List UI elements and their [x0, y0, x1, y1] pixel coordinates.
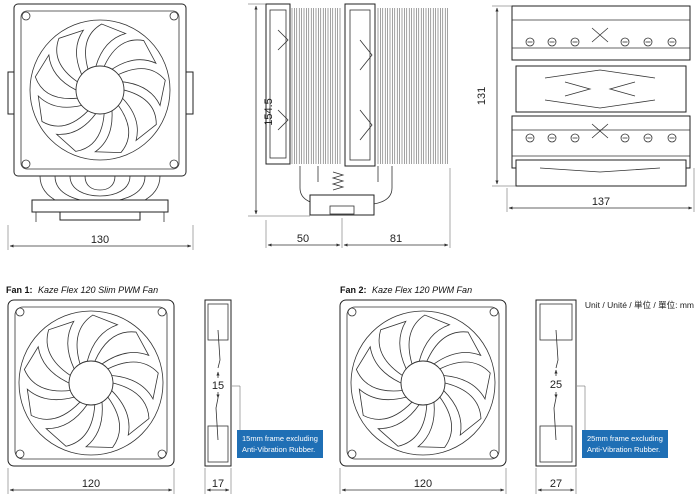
fan-blade: [23, 345, 71, 392]
fan2-title-prefix: Fan 2:: [340, 285, 367, 295]
fan-blade: [107, 361, 159, 401]
fan-blade: [426, 331, 482, 365]
fan-blade: [76, 314, 119, 365]
fan-blade: [55, 113, 105, 152]
fan2-drawing: Fan 2: Kaze Flex 120 PWM Fan 120 25 27 2…: [339, 285, 668, 494]
fan-blade: [26, 388, 81, 420]
fan-blade: [355, 345, 403, 392]
fan2-note-line2: Anti-Vibration Rubber.: [587, 445, 660, 454]
fan1-width-label: 120: [82, 478, 100, 490]
fan1-note-line2: Anti-Vibration Rubber.: [242, 445, 315, 454]
fan1-note-line1: 15mm frame excluding: [242, 434, 318, 443]
cooler-side-view: 154.5 50 81: [248, 3, 451, 248]
fan1-title-name: Kaze Flex 120 Slim PWM Fan: [38, 285, 158, 295]
fan-blade: [85, 23, 127, 70]
fan-blade: [408, 314, 451, 365]
fan2-width-label: 120: [414, 478, 432, 490]
side-depth-right-label: 81: [390, 233, 402, 245]
fan-blade: [416, 396, 452, 448]
fan-blade: [439, 361, 491, 401]
svg-text:Fan 1: Kaze Flex 120 Sli: Fan 1: Kaze Flex 120 Slim PWM Fan: [6, 285, 158, 295]
fan2-title-name: Kaze Flex 120 PWM Fan: [372, 285, 472, 295]
fan-blade: [56, 29, 85, 83]
fan-blade: [94, 331, 150, 365]
cooler-top-view: 131 137: [476, 5, 695, 212]
fan1-title-prefix: Fan 1:: [6, 285, 33, 295]
screw-icon: [667, 133, 677, 143]
fan-blade: [117, 68, 166, 107]
screw-icon: [620, 133, 630, 143]
fan-blade: [34, 53, 78, 99]
fan-blade: [443, 382, 482, 437]
screw-icon: [547, 133, 557, 143]
cooler-front-view: 130: [7, 3, 194, 250]
fan2-note-box: [582, 430, 668, 458]
top-width-label: 137: [592, 196, 610, 208]
fan2-depth-label: 27: [550, 478, 562, 490]
fan2-inner-label: 25: [550, 379, 562, 391]
unit-label: Unit / Unité / 単位 / 單位: mm: [585, 300, 694, 310]
fan-blade: [46, 320, 75, 377]
fan1-note-box: [237, 430, 323, 458]
screw-icon: [570, 37, 580, 47]
screw-icon: [525, 133, 535, 143]
fan1-inner-label: 15: [212, 380, 224, 392]
fan2-note-line1: 25mm frame excluding: [587, 434, 663, 443]
fan-blade: [122, 89, 157, 142]
screw-icon: [667, 37, 677, 47]
top-height-label: 131: [476, 87, 488, 105]
fan-blade: [45, 404, 96, 447]
svg-text:Fan 2: Kaze Flex 120 PWM: Fan 2: Kaze Flex 120 PWM Fan: [340, 285, 472, 295]
fan-blade: [84, 396, 120, 448]
screw-icon: [525, 37, 535, 47]
screw-icon: [643, 37, 653, 47]
fan1-drawing: Fan 1: Kaze Flex 120 Slim PWM Fan 120 15…: [6, 285, 323, 494]
screw-icon: [570, 133, 580, 143]
fan-blade: [358, 388, 413, 420]
fan-blade: [103, 39, 157, 70]
fan-blade: [377, 404, 428, 447]
front-width-label: 130: [91, 234, 109, 246]
fan-blade: [378, 320, 407, 377]
screw-icon: [547, 37, 557, 47]
screw-icon: [643, 133, 653, 143]
side-height-label: 154.5: [263, 98, 275, 126]
fan-blade: [111, 382, 150, 437]
side-depth-left-label: 50: [297, 233, 309, 245]
fan1-depth-label: 17: [212, 478, 224, 490]
fan-blade: [37, 94, 89, 127]
screw-icon: [620, 37, 630, 47]
fan-blade: [94, 104, 130, 153]
